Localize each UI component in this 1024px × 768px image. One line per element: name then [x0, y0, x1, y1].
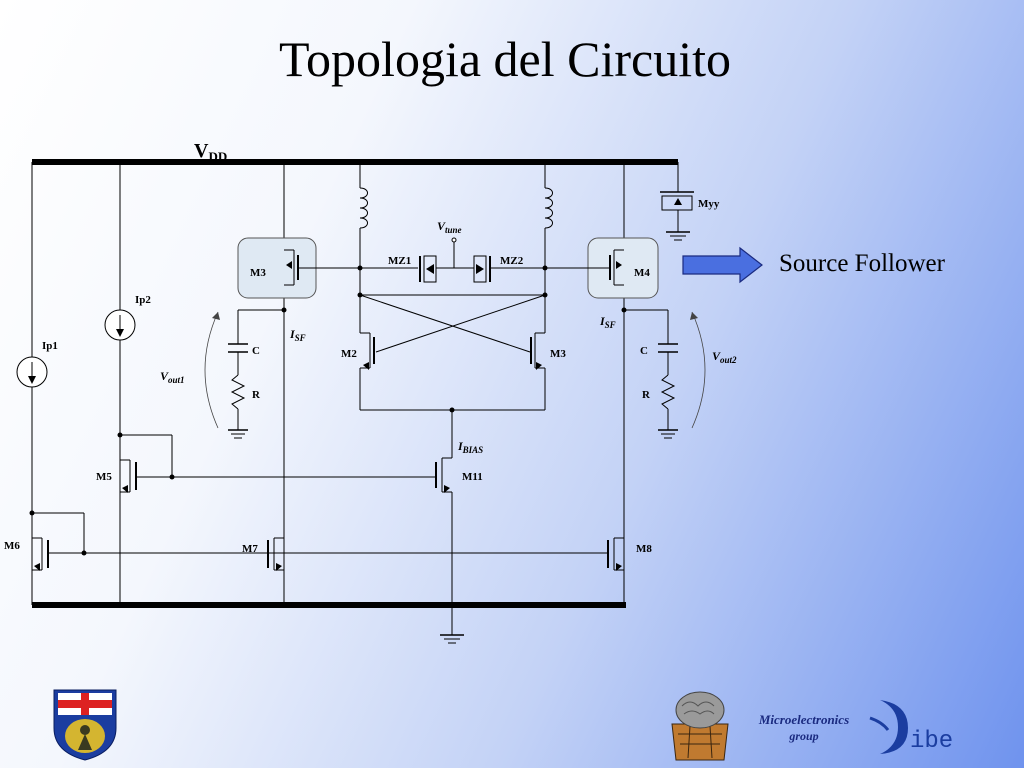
ip2-label: Ip2: [135, 294, 151, 306]
myy-device: Myy: [660, 162, 720, 241]
inductor-left: [359, 162, 368, 295]
m3-core-label: M3: [550, 348, 566, 360]
inductor-right: [544, 162, 553, 295]
m8-transistor: M8: [607, 537, 652, 571]
isf-right-label: ISF: [599, 314, 616, 330]
m8-label: M8: [636, 543, 652, 555]
m4-box-label: M4: [634, 267, 650, 279]
arrow-right-icon: [682, 246, 763, 284]
varactor-mz2: MZ2: [473, 255, 545, 283]
m4-source-follower: M4: [545, 237, 659, 299]
r-left-label: R: [252, 389, 261, 401]
m11-transistor: M11: [435, 410, 483, 635]
cross-coupled-pair: M2 M3: [341, 294, 566, 411]
slide-title: Topologia del Circuito: [279, 31, 731, 87]
group-text: group: [789, 729, 819, 743]
m6-transistor: M6: [4, 512, 608, 571]
vout1-arc: [204, 311, 219, 429]
brain-chip-logo-icon: [671, 691, 729, 761]
vout2-label: Vout2: [712, 349, 737, 365]
m5-label: M5: [96, 471, 112, 483]
ip2-current-source: Ip2: [104, 294, 151, 341]
mz1-label: MZ1: [388, 255, 411, 267]
m7-label: M7: [242, 543, 258, 555]
vtune-label: Vtune: [437, 219, 462, 235]
varactor-mz1: MZ1: [360, 255, 437, 283]
ground-symbol-main: [440, 634, 464, 644]
junction-dots: [29, 159, 627, 556]
m2-label: M2: [341, 348, 357, 360]
branch-wires: [31, 162, 625, 605]
ip1-label: Ip1: [42, 340, 58, 352]
m5-transistor: M5: [96, 434, 436, 493]
source-follower-label: Source Follower: [779, 250, 945, 277]
ibias-label: IBIAS: [457, 439, 483, 455]
rc-load-left: C R: [228, 309, 284, 439]
mz2-label: MZ2: [500, 255, 524, 267]
rc-load-right: C R: [624, 309, 678, 439]
dibe-text: ibe: [910, 728, 954, 755]
microelectronics-group-logo: Microelectronics group: [748, 712, 860, 744]
c-right-label: C: [640, 345, 648, 357]
university-crest-icon: [53, 689, 117, 761]
vout1-label: Vout1: [160, 369, 185, 385]
m6-label: M6: [4, 540, 20, 552]
vdd-label: VDD: [194, 140, 227, 164]
r-right-label: R: [642, 389, 651, 401]
m3-box-label: M3: [250, 267, 266, 279]
m7-transistor: M7: [242, 537, 284, 571]
myy-label: Myy: [698, 198, 720, 210]
microelectronics-text: Microelectronics: [758, 712, 850, 727]
dibe-logo-icon: [869, 700, 908, 754]
c-left-label: C: [252, 345, 260, 357]
m11-label: M11: [462, 471, 483, 483]
isf-left-label: ISF: [289, 327, 306, 343]
m3-source-follower: M3: [237, 237, 360, 299]
vout2-arc: [691, 311, 706, 429]
ip1-current-source: Ip1: [16, 340, 58, 388]
